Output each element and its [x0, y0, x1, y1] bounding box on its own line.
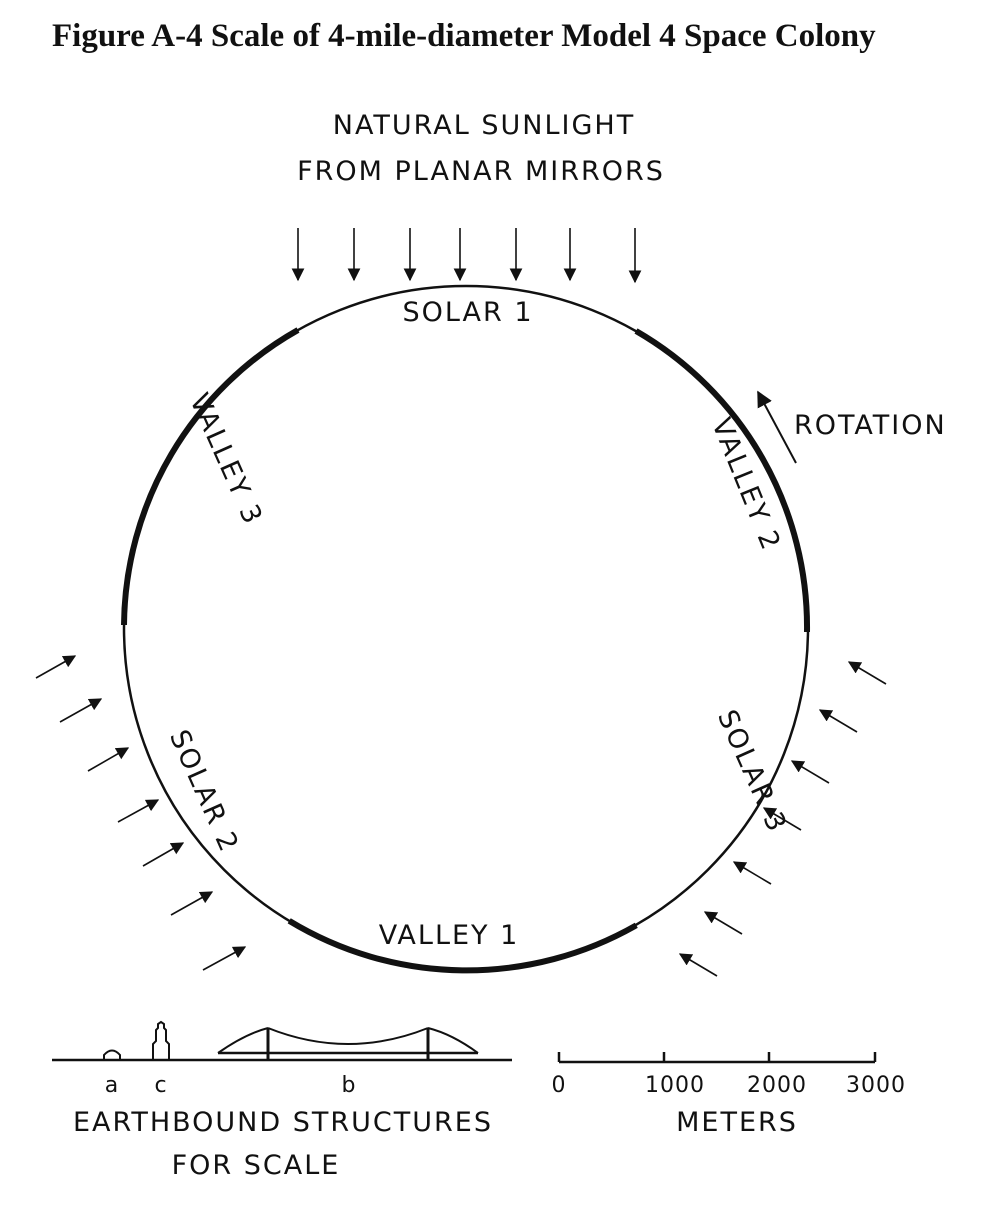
- sunlight-arrows-top: [291, 228, 642, 284]
- valley-arcs: [121, 327, 811, 974]
- rotation-arrow: [757, 390, 797, 464]
- structure-b-bridge: [217, 1027, 479, 1060]
- earthbound-title-line2: FOR SCALE: [172, 1150, 341, 1181]
- scale-tick-3000: 3000: [846, 1073, 906, 1098]
- figure-caption: Figure A-4 Scale of 4-mile-diameter Mode…: [52, 18, 876, 54]
- sunlight-label-line2: FROM PLANAR MIRRORS: [297, 156, 665, 187]
- valley-arc-1: [287, 918, 638, 974]
- sunlight-arrows-left: [35, 655, 247, 971]
- sunlight-label-line1: NATURAL SUNLIGHT: [333, 110, 635, 141]
- label-solar-2: SOLAR 2: [163, 725, 245, 857]
- structure-a-dome: [103, 1049, 121, 1060]
- scale-bar: [557, 1052, 877, 1064]
- structure-b-label: b: [342, 1073, 357, 1098]
- valley-arc-3: [121, 327, 300, 626]
- label-valley-1: VALLEY 1: [379, 920, 520, 951]
- scale-tick-1000: 1000: [645, 1073, 705, 1098]
- sunlight-arrows-right: [678, 661, 887, 977]
- colony-ring: [122, 284, 810, 972]
- label-valley-3: VALLEY 3: [183, 389, 269, 530]
- structure-c-tower: [152, 1020, 170, 1060]
- valley-arc-2: [634, 328, 811, 633]
- structure-c-label: c: [154, 1073, 167, 1098]
- scale-unit-label: METERS: [676, 1107, 798, 1138]
- earthbound-title-line1: EARTHBOUND STRUCTURES: [73, 1107, 493, 1138]
- scale-tick-2000: 2000: [747, 1073, 807, 1098]
- scale-tick-0: 0: [552, 1073, 567, 1098]
- earthbound-structures: [52, 1020, 512, 1062]
- rotation-label: ROTATION: [794, 410, 947, 441]
- label-solar-1: SOLAR 1: [402, 297, 533, 328]
- structure-a-label: a: [105, 1073, 119, 1098]
